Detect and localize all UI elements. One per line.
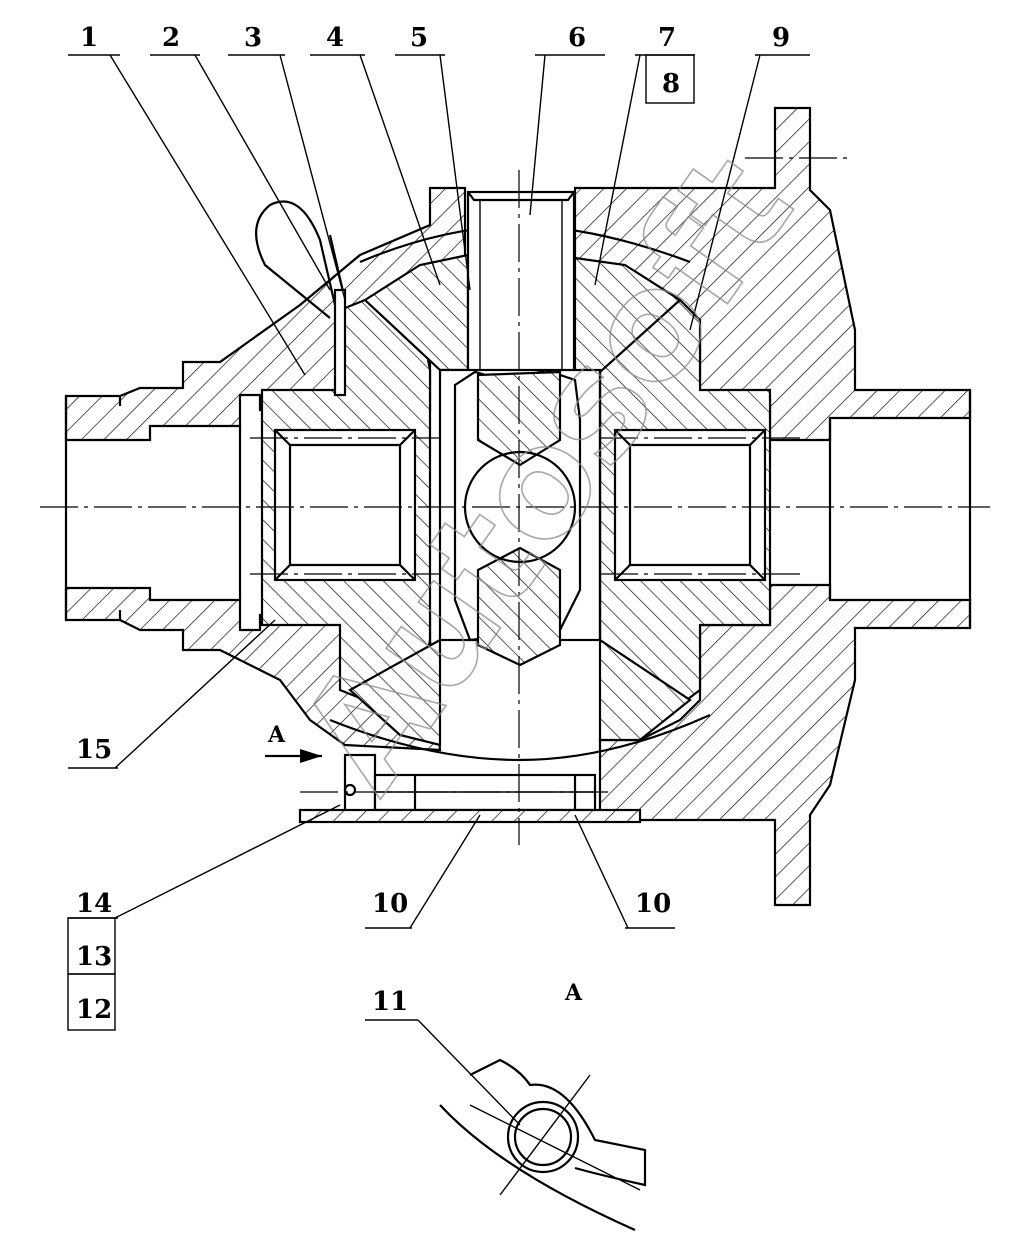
callout-15: 15: [76, 735, 112, 765]
callout-6: 6: [568, 23, 586, 53]
callout-labels: 1 2 3 4 5 6 7 8 9 15 14 13 12 10 10 11 A…: [76, 23, 790, 1025]
callout-14: 14: [76, 889, 112, 919]
callout-1: 1: [80, 23, 98, 53]
callout-11: 11: [372, 987, 408, 1017]
callout-13: 13: [76, 942, 112, 972]
callout-10-left: 10: [372, 889, 408, 919]
output-bores: [64, 390, 972, 628]
detail-view-a: [439, 1058, 647, 1232]
callout-7: 7: [658, 23, 676, 53]
callout-9: 9: [772, 23, 790, 53]
leader-lines: [67, 54, 810, 1126]
pinion-gears-lower: [329, 637, 711, 762]
side-gear-right: [598, 286, 772, 727]
side-gear-left: [260, 288, 432, 722]
view-label-a: A: [564, 980, 583, 1006]
locking-clip: [255, 200, 347, 397]
cross-shaft: [438, 190, 602, 667]
callout-3: 3: [244, 23, 262, 53]
callout-5: 5: [410, 23, 428, 53]
callout-4: 4: [326, 23, 344, 53]
callout-10-right: 10: [635, 889, 671, 919]
center-lines: [40, 157, 990, 845]
callout-12: 12: [76, 995, 112, 1025]
callout-2: 2: [162, 23, 180, 53]
section-marker-a: A: [267, 722, 286, 748]
callout-8: 8: [662, 69, 680, 99]
section-arrow: [265, 749, 322, 763]
